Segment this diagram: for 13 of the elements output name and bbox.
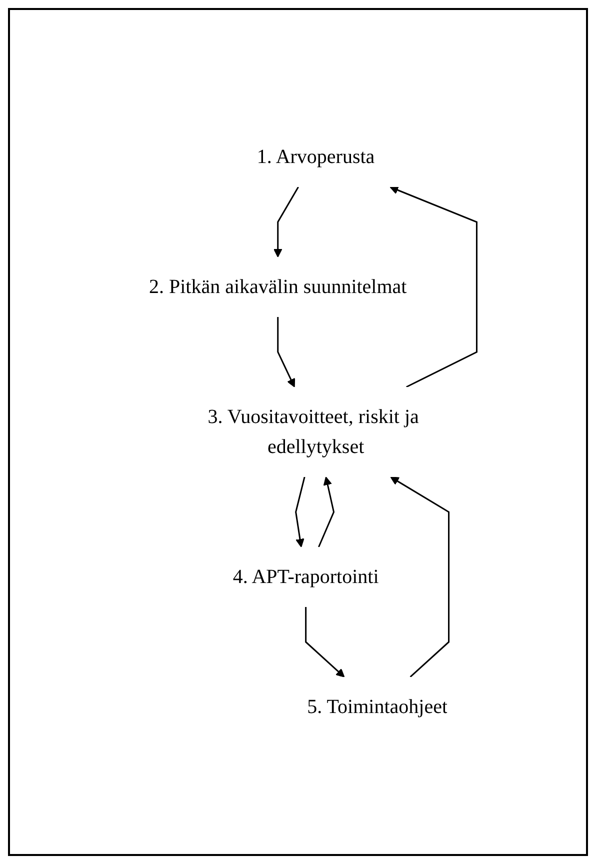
arrow	[318, 476, 334, 548]
node-text: 4. APT-raportointi	[232, 566, 379, 588]
node-text: 3. Vuositavoitteet, riskit ja edellytykset	[207, 406, 419, 458]
frame-border: 1. Arvoperusta 2. Pitkän aikavälin suunnitelmat 3. Vuositavoitteet, riskit ja edellytykset 4. APT-raportointi 5. Toimintaohjeet	[8, 8, 588, 856]
arrow	[304, 607, 344, 678]
arrow	[389, 186, 478, 388]
arrow	[273, 186, 299, 258]
arrow	[390, 476, 450, 678]
arrow	[294, 476, 306, 548]
node-text: 2. Pitkän aikavälin suunnitelmat	[148, 276, 406, 298]
node-text: 1. Arvoperusta	[256, 146, 374, 168]
node-text: 5. Toimintaohjeet	[306, 696, 448, 718]
arrow	[276, 317, 295, 388]
